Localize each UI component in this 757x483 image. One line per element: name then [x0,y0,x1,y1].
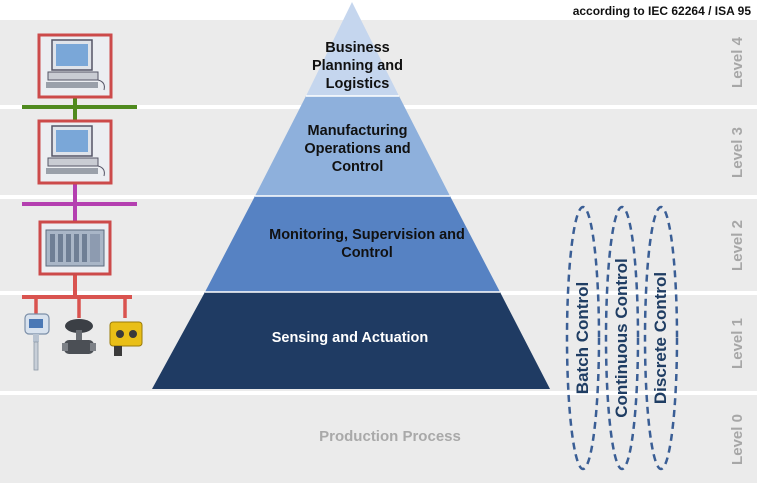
level-0-band [0,395,757,483]
valve-icon [62,319,96,354]
production-process-label: Production Process [319,428,461,445]
pyramid-tier-4 [306,2,399,96]
level-3-label: Level 3 [728,126,746,178]
continuous-control-label: Continuous Control [612,258,632,418]
sensor-icon [24,313,50,371]
level-0-label: Level 0 [728,413,746,465]
pyramid-tier-2 [205,196,500,292]
continuous-control-outline [604,205,640,471]
discrete-control-outline [643,205,679,471]
workstation-icon [37,33,113,99]
tier-1-label: Sensing and Actuation [271,330,429,346]
tier-3-label: Manufacturing Operations and Control [304,123,411,175]
level-4-label: Level 4 [728,37,746,88]
discrete-control-label: Discrete Control [651,271,670,405]
tier-2-label: Monitoring, Supervision and Control [269,227,465,261]
level-2-label: Level 2 [728,219,746,271]
actuator-icon [109,321,143,356]
standard-note: according to IEC 62264 / ISA 95 [572,4,751,18]
workstation-icon [37,119,113,185]
tier-4-label: Business Planning and Logistics [311,40,404,92]
plc-rack-icon [38,220,112,276]
pyramid-tier-1 [152,292,550,389]
batch-control-label: Batch Control [573,281,593,395]
batch-control-outline [565,205,601,471]
pyramid-tier-3 [255,96,450,196]
level-1-label: Level 1 [728,317,746,369]
